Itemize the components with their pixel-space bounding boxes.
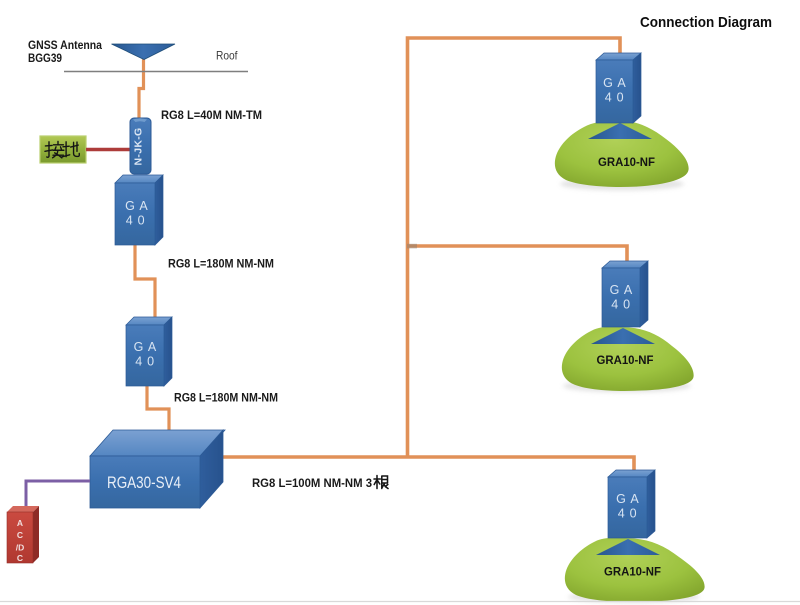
svg-text:RG8 L=180M NM-NM: RG8 L=180M NM-NM — [168, 257, 274, 271]
svg-text:GRA10-NF: GRA10-NF — [597, 353, 654, 367]
svg-text:C: C — [17, 530, 23, 540]
svg-text:40: 40 — [605, 91, 629, 105]
svg-text:Roof: Roof — [216, 49, 238, 63]
svg-text:RG8 L=100M NM-NM 3: RG8 L=100M NM-NM 3 — [252, 476, 372, 490]
svg-text:GRA10-NF: GRA10-NF — [598, 155, 655, 169]
svg-text:Connection Diagram: Connection Diagram — [640, 14, 772, 31]
svg-text:BGG39: BGG39 — [28, 53, 62, 65]
svg-text:GRA10-NF: GRA10-NF — [604, 565, 661, 579]
svg-text:GA: GA — [603, 76, 630, 90]
svg-text:GA: GA — [610, 283, 637, 297]
svg-text:/D: /D — [16, 543, 25, 553]
svg-text:GNSS Antenna: GNSS Antenna — [28, 40, 103, 52]
svg-text:C: C — [17, 553, 23, 563]
svg-text:40: 40 — [618, 507, 642, 521]
svg-text:RGA30-SV4: RGA30-SV4 — [107, 474, 181, 492]
svg-text:RG8 L=40M NM-TM: RG8 L=40M NM-TM — [161, 108, 262, 122]
svg-text:RG8 L=180M NM-NM: RG8 L=180M NM-NM — [174, 391, 278, 405]
svg-text:GA: GA — [125, 199, 152, 213]
svg-text:A: A — [17, 518, 23, 528]
svg-text:40: 40 — [611, 298, 635, 312]
svg-text:40: 40 — [135, 355, 159, 369]
svg-text:GA: GA — [134, 340, 161, 354]
svg-text:N-JK-G: N-JK-G — [133, 128, 145, 166]
svg-text:GA: GA — [616, 492, 643, 506]
svg-text:40: 40 — [126, 214, 150, 228]
